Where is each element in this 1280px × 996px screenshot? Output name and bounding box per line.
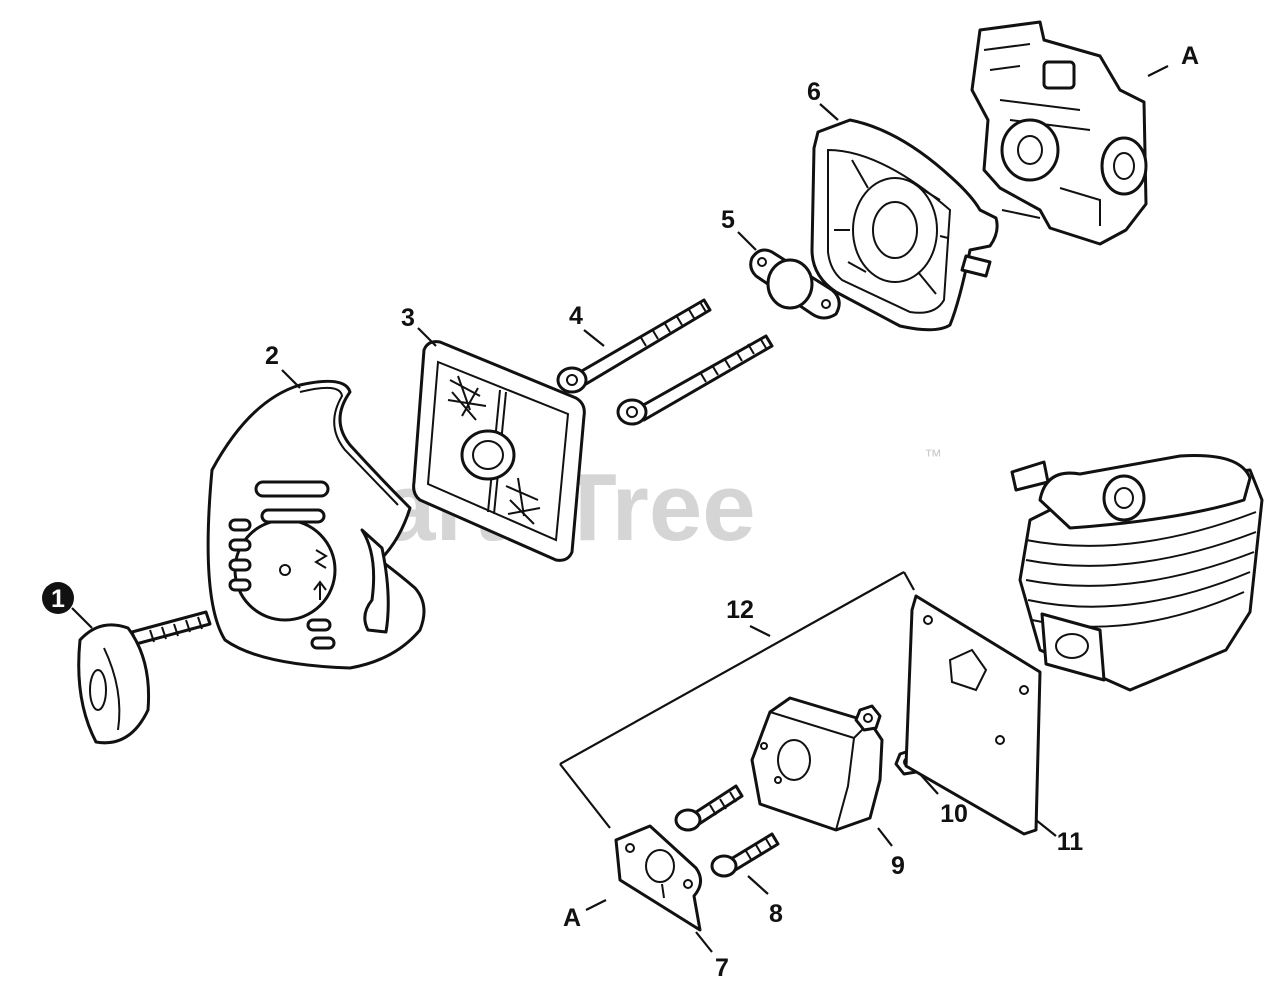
- part-gasket-7: [614, 824, 702, 932]
- callout-5: 5: [721, 206, 735, 234]
- part-cylinder: [1010, 454, 1264, 692]
- part-filter-case: [810, 118, 999, 332]
- part-air-cleaner-cover: [206, 379, 426, 670]
- part-gasket-11: [904, 594, 1042, 836]
- part-spacer-plate: [749, 248, 841, 320]
- callout-3: 3: [401, 304, 415, 332]
- kit-bracket: [559, 571, 915, 829]
- callout-1: 1: [42, 582, 74, 614]
- part-carburetor: [970, 20, 1148, 246]
- callout-7: 7: [715, 954, 729, 982]
- part-air-filter: [412, 340, 586, 562]
- callout-12: 12: [726, 596, 754, 624]
- part-insulator: [750, 696, 884, 832]
- callout-4: 4: [569, 302, 583, 330]
- svg-text:1: 1: [51, 585, 65, 613]
- callout-10: 10: [940, 800, 968, 828]
- callout-6: 6: [807, 78, 821, 106]
- watermark-trademark: ™: [924, 446, 942, 466]
- callout-2: 2: [265, 342, 279, 370]
- part-bolts-short: [674, 784, 780, 878]
- part-knob-screw: [77, 610, 212, 745]
- callout-11: 11: [1057, 828, 1084, 856]
- part-bolts-long: [556, 298, 774, 426]
- callout-8: 8: [769, 900, 783, 928]
- reference-a-bottom: A: [563, 904, 581, 932]
- leader-lines: [71, 65, 1169, 953]
- callout-9: 9: [891, 852, 905, 880]
- reference-a-top: A: [1181, 42, 1199, 70]
